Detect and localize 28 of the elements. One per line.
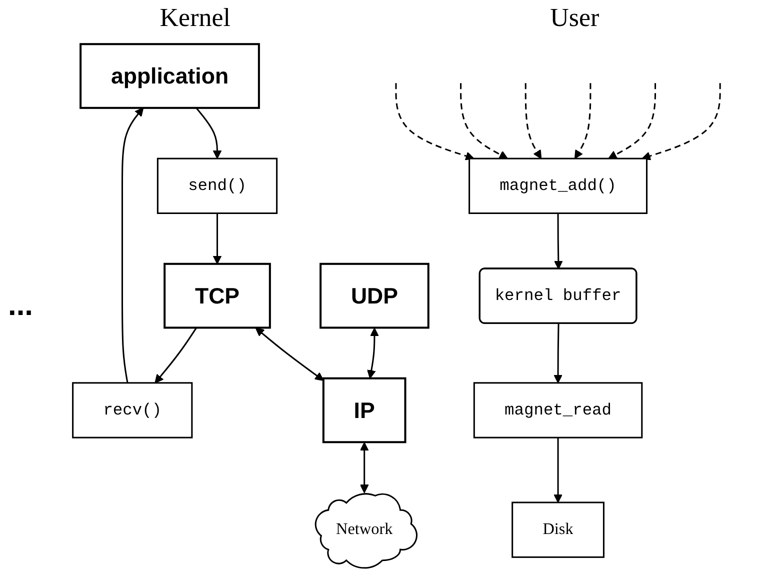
node-box: Disk bbox=[512, 502, 604, 558]
arrow bbox=[554, 324, 562, 384]
node-box: TCP bbox=[164, 262, 271, 329]
arrow bbox=[122, 108, 144, 384]
region-label: User bbox=[550, 3, 600, 33]
arrow bbox=[554, 438, 562, 503]
region-label: Kernel bbox=[160, 3, 231, 33]
arrow bbox=[554, 213, 563, 270]
ellipsis-label: ... bbox=[8, 289, 34, 322]
arrow bbox=[524, 83, 542, 159]
arrow bbox=[460, 83, 508, 159]
node-box: UDP bbox=[320, 262, 430, 329]
arrow bbox=[642, 83, 721, 160]
node-box: application bbox=[80, 43, 260, 109]
node-box: magnet_read bbox=[473, 382, 643, 438]
node-box: IP bbox=[322, 377, 406, 444]
node-box: recv() bbox=[72, 382, 193, 438]
arrow bbox=[367, 328, 379, 379]
node-box: send() bbox=[156, 158, 278, 214]
arrow bbox=[196, 107, 222, 159]
arrow bbox=[395, 83, 474, 160]
arrow bbox=[574, 83, 592, 159]
arrow bbox=[360, 442, 369, 494]
arrow bbox=[212, 213, 222, 264]
arrow bbox=[255, 328, 324, 381]
arrow bbox=[154, 327, 198, 384]
node-box: magnet_add() bbox=[468, 158, 648, 214]
arrow bbox=[608, 83, 656, 159]
